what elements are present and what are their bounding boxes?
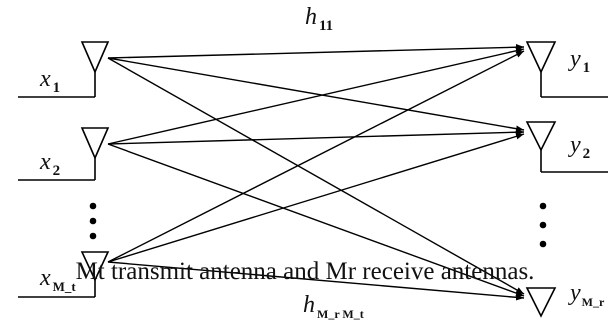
- tx-antenna-1: [18, 41, 110, 98]
- channel-arrow-1-2: [107, 57, 525, 132]
- tx-ellipsis-dots: [89, 202, 97, 240]
- channel-arrow-1-1: [107, 44, 525, 59]
- tx-antenna-2: [18, 127, 110, 181]
- rx-label-mr: yM_r: [568, 280, 605, 309]
- channel-arrow-mt-mr: [107, 261, 525, 301]
- rx-antenna-mr: [525, 287, 557, 318]
- rx-antenna-1: [525, 41, 608, 98]
- channel-arrow-mt-2: [107, 133, 525, 263]
- channel-arrow-2-mr: [107, 143, 525, 297]
- rx-ellipsis-dots: [539, 202, 547, 248]
- channel-arrow-mt-1: [107, 50, 525, 263]
- tx-antenna-mt: [18, 251, 110, 298]
- channel-arrow-2-2: [107, 129, 525, 145]
- rx-antenna-2: [525, 121, 608, 173]
- channel-arrow-2-1: [107, 47, 525, 145]
- channel-arrow-1-mr: [107, 57, 525, 295]
